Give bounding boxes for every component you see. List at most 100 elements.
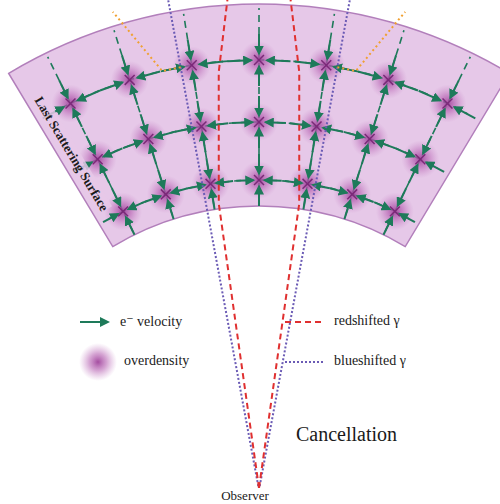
velocity-arrow [228,59,252,62]
overdensity-cross [143,134,148,139]
velocity-arrow [454,107,475,118]
velocity-flow-line [258,8,260,202]
velocity-arrow [376,141,395,148]
overdensity-cross [390,206,395,211]
overdensity-cross [98,159,103,164]
overdensity-cross [206,179,211,184]
velocity-arrow [155,132,175,137]
overdensity-cross [148,139,153,144]
overdensity-cross [415,154,420,159]
velocity-arrow [258,96,260,116]
velocity-arrow [103,214,118,222]
overdensity-cross [317,127,322,132]
legend-text: redshifted γ [334,313,400,329]
overdensity-cross [211,179,216,184]
velocity-arrow [372,114,378,133]
overdensity-cross [443,99,448,104]
overdensity-cross [347,189,352,194]
velocity-arrow [128,202,144,209]
overdensity-cross [71,104,76,109]
overdensity [428,85,466,123]
overdensity-cross [125,80,130,85]
velocity-flow-line [114,30,172,215]
overdensity-cross [254,122,259,127]
overdensity-cross [383,80,388,85]
overdensity-cross [317,122,322,127]
velocity-arrow [318,101,321,120]
velocity-arrow [400,214,415,222]
overdensity-cross [370,139,375,144]
overdensity-cross [187,60,192,65]
velocity-arrow [258,129,260,149]
overdensity-cross [192,65,197,70]
observer-label: Observer [221,488,269,504]
velocity-arrow [193,72,196,91]
overdensity-cross [93,159,98,164]
scattered-photon [113,12,181,71]
velocity-flow-line [346,30,404,215]
blueshifted-photon [259,0,350,490]
velocity-arrow [101,165,110,183]
legend-text: blueshifted γ [334,353,406,369]
velocity-arrow [73,109,82,127]
velocity-arrow [409,165,418,183]
overdensity-cross [443,104,448,109]
overdensity-cross [161,189,166,194]
overdensity-cross [259,60,264,65]
overdensity-cross [307,184,312,189]
overdensity [288,165,326,203]
overdensity-cross [321,60,326,65]
velocity-arrow [419,91,441,101]
overdensity-cross [447,99,452,104]
velocity-arrow [141,114,147,133]
overdensity-cross [71,99,76,104]
overdensity-cross [303,184,308,189]
velocity-arrow [202,133,205,152]
overdensity-cross [395,211,400,216]
velocity-arrow [200,62,223,65]
velocity-arrow [436,109,445,127]
overdensity-cross [148,134,153,139]
overdensity-cross [254,180,259,185]
overdensity-cross [326,65,331,70]
last-scattering-band [9,4,500,247]
legend-redshift-sample [285,321,325,323]
cancellation-label: Cancellation [296,423,397,446]
overdensity [192,165,230,203]
overdensity-cross [254,117,259,122]
overdensity-cross [118,211,123,216]
velocity-arrow [313,133,316,152]
overdensity-cross [326,60,331,65]
velocity-arrow [132,86,138,105]
overdensity-cross [383,75,388,80]
velocity-arrow [86,136,95,154]
velocity-arrow [423,136,432,154]
overdensity [401,140,439,178]
overdensity-cross [259,180,264,185]
velocity-arrow [344,201,350,220]
overdensity-cross [390,211,395,216]
overdensity-cross [98,154,103,159]
velocity-arrow [285,181,302,183]
velocity-arrow [327,40,330,59]
velocity-arrow [78,91,100,101]
velocity-arrow [344,132,364,137]
velocity-arrow [122,55,128,74]
overdensity-cross [192,60,197,65]
velocity-arrow [450,80,459,98]
velocity-arrow [309,158,312,177]
overdensity [369,61,407,99]
velocity-arrow [380,86,386,105]
velocity-arrow [265,179,282,182]
overdensity-cross [395,206,400,211]
overdensity [351,120,389,158]
overdensity-cross [259,117,264,122]
redshifted-photon [219,0,259,488]
overdensity-cross [352,189,357,194]
overdensity-cross [143,139,148,144]
velocity-arrow [123,141,142,148]
overdensity-cross [130,80,135,85]
velocity-arrow [212,190,215,209]
velocity-flow-line [385,57,470,231]
